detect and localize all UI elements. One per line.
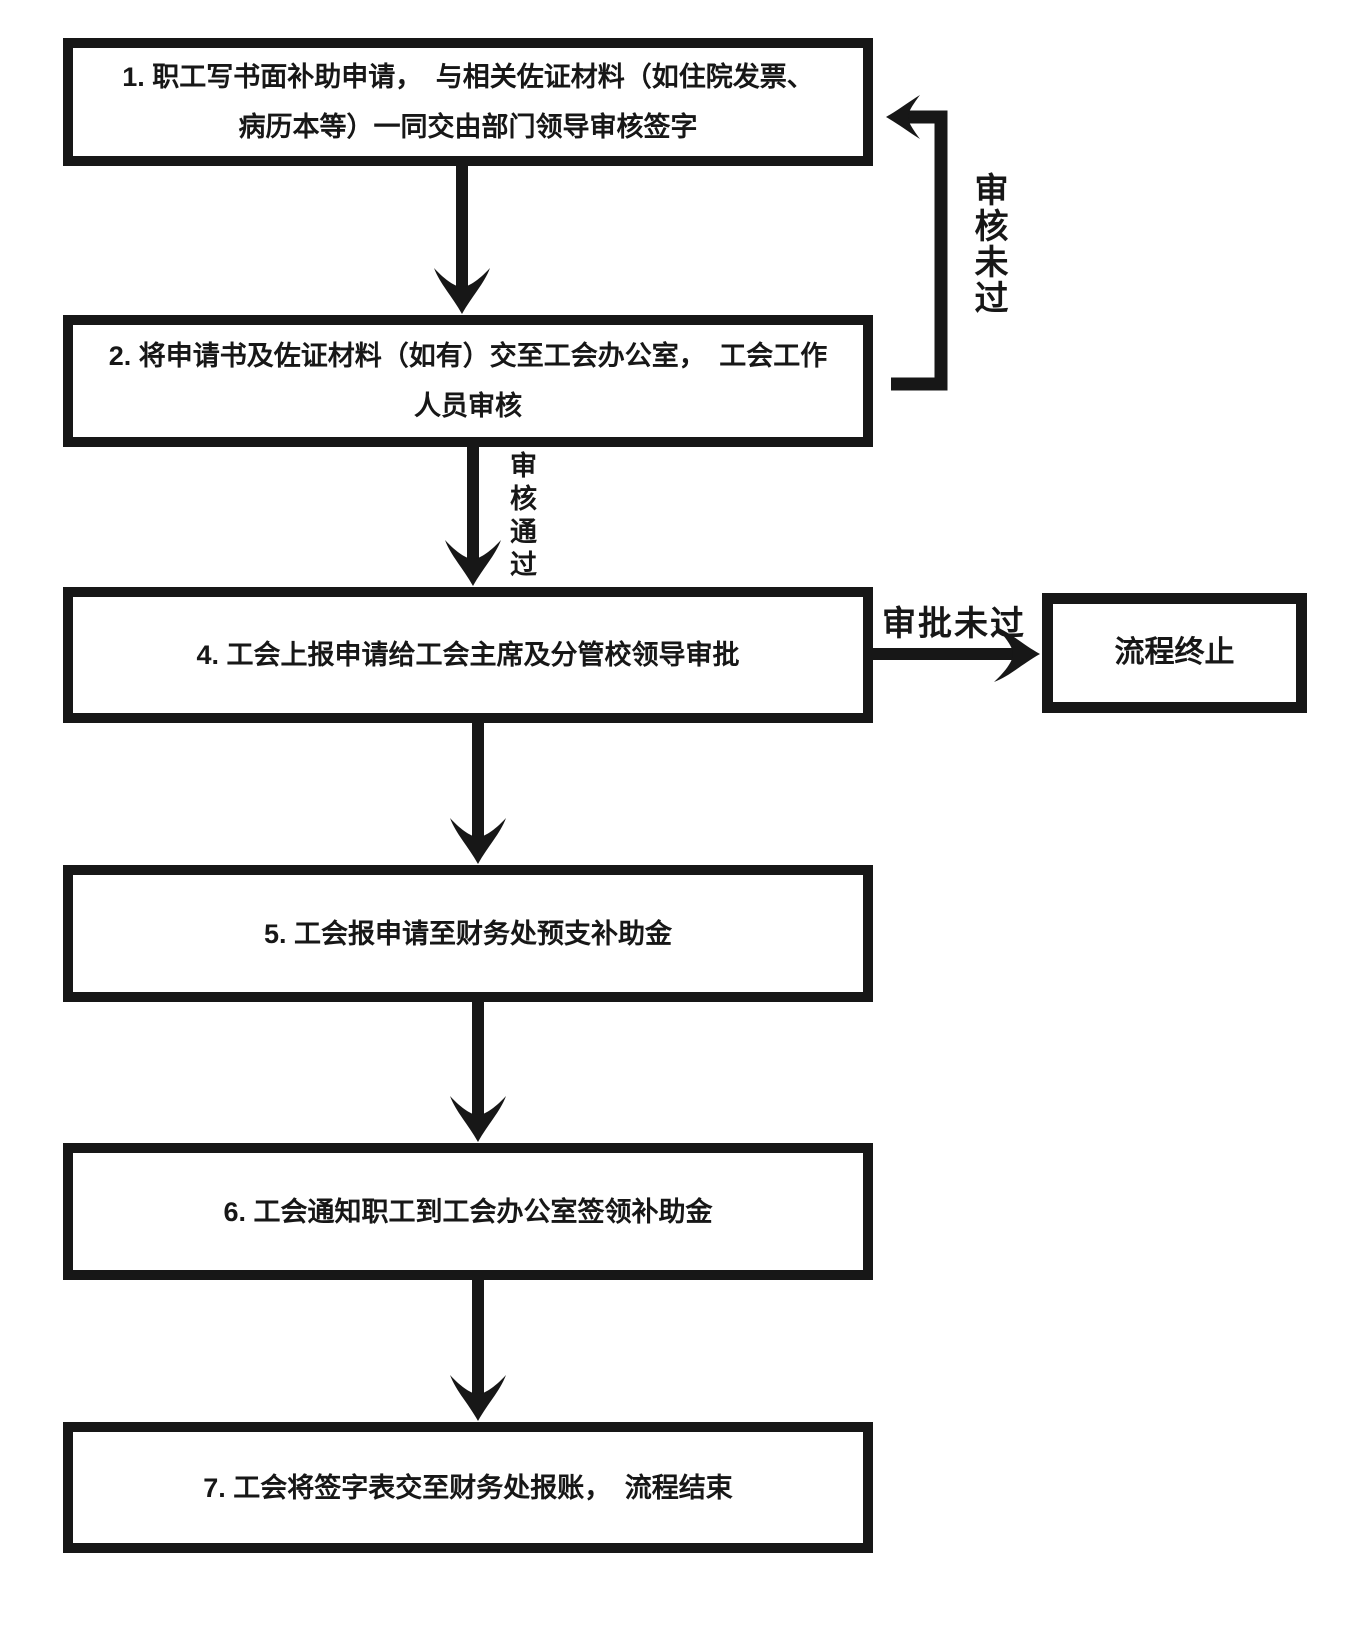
flow-step-2-text-line2: 人员审核 — [414, 391, 522, 421]
flow-step-2-text-line1: 2. 将申请书及佐证材料（如有）交至工会办公室， 工会工作 — [108, 341, 828, 371]
flow-step-1-box: 1. 职工写书面补助申请， 与相关佐证材料（如住院发票、 病历本等）一同交由部门… — [63, 38, 873, 166]
arrow-step5-to-step6 — [450, 1002, 506, 1142]
flow-step-6-box: 6. 工会通知职工到工会办公室签领补助金 — [63, 1143, 873, 1280]
flow-step-5-box: 5. 工会报申请至财务处预支补助金 — [63, 865, 873, 1002]
flow-step-1-text-line1: 1. 职工写书面补助申请， 与相关佐证材料（如住院发票、 — [122, 62, 814, 92]
flow-step-4-box: 4. 工会上报申请给工会主席及分管校领导审批 — [63, 587, 873, 723]
flow-step-5-text: 5. 工会报申请至财务处预支补助金 — [263, 918, 673, 949]
edge-label-review-fail: 审核未过 — [969, 172, 1007, 316]
flow-step-2-box: 2. 将申请书及佐证材料（如有）交至工会办公室， 工会工作 人员审核 — [63, 315, 873, 447]
edge-label-review-pass: 审核通过 — [506, 451, 536, 583]
flow-terminate-box: 流程终止 — [1042, 593, 1307, 713]
flow-step-7-box: 7. 工会将签字表交至财务处报账， 流程结束 — [63, 1422, 873, 1553]
flow-step-4-text: 4. 工会上报申请给工会主席及分管校领导审批 — [196, 640, 740, 670]
arrow-step1-to-step2 — [434, 166, 490, 314]
flow-step-1-text-line2: 病历本等）一同交由部门领导审核签字 — [238, 112, 698, 142]
arrow-step4-to-step5 — [450, 723, 506, 864]
arrow-step4-to-terminate — [873, 626, 1040, 682]
edge-label-approval-fail: 审批未过 — [882, 605, 1026, 643]
arrow-step2-to-step1-feedback — [886, 95, 948, 391]
flow-step-7-text: 7. 工会将签字表交至财务处报账， 流程结束 — [203, 1472, 733, 1503]
flow-terminate-text: 流程终止 — [1114, 636, 1235, 669]
arrow-step6-to-step7 — [450, 1280, 506, 1421]
arrow-step2-to-step4 — [445, 447, 501, 586]
flow-step-6-text: 6. 工会通知职工到工会办公室签领补助金 — [223, 1196, 713, 1227]
